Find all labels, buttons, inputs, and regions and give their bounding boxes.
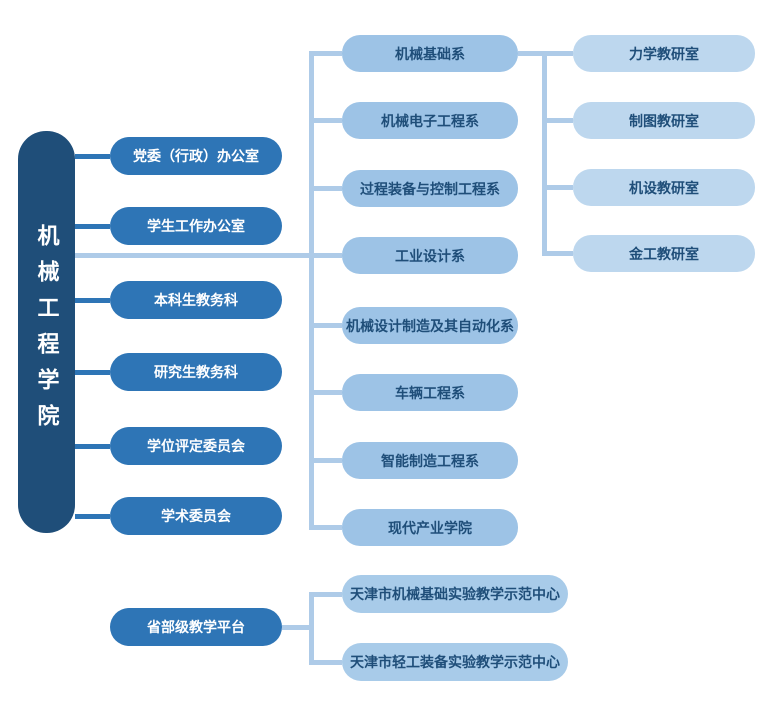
connector-line [309, 51, 342, 56]
connector-line [309, 186, 342, 191]
connector-line [309, 525, 342, 530]
connector-line [542, 51, 547, 256]
node-provincial-teaching-platform: 省部级教学平台 [110, 608, 282, 646]
connector-line [309, 51, 314, 530]
connector-line [75, 298, 110, 303]
node-office-mechanics: 力学教研室 [573, 35, 755, 72]
connector-line [75, 253, 342, 258]
node-dept-intelligent-manufacturing: 智能制造工程系 [342, 442, 518, 479]
connector-line [542, 251, 573, 256]
org-root-college: 机械工程学院 [18, 131, 75, 533]
node-undergrad-academic-office: 本科生教务科 [110, 281, 282, 319]
node-dept-mechanical-design-automation: 机械设计制造及其自动化系 [342, 307, 518, 344]
node-dept-vehicle-engineering: 车辆工程系 [342, 374, 518, 411]
org-root-label: 机械工程学院 [34, 224, 60, 440]
node-dept-mechanical-foundation: 机械基础系 [342, 35, 518, 72]
connector-line [309, 323, 342, 328]
node-dept-mechatronics: 机械电子工程系 [342, 102, 518, 139]
node-office-machine-design: 机设教研室 [573, 169, 755, 206]
node-office-drafting: 制图教研室 [573, 102, 755, 139]
connector-line [309, 660, 342, 665]
connector-line [309, 390, 342, 395]
node-dept-process-equipment-control: 过程装备与控制工程系 [342, 170, 518, 207]
connector-line [75, 370, 110, 375]
node-student-affairs-office: 学生工作办公室 [110, 207, 282, 245]
node-office-metalworking: 金工教研室 [573, 235, 755, 272]
node-degree-committee: 学位评定委员会 [110, 427, 282, 465]
connector-line [75, 514, 110, 519]
connector-line [309, 458, 342, 463]
connector-line [309, 592, 314, 665]
connector-line [75, 224, 110, 229]
node-dept-industrial-design: 工业设计系 [342, 237, 518, 274]
connector-line [542, 118, 573, 123]
node-academic-committee: 学术委员会 [110, 497, 282, 535]
node-graduate-academic-office: 研究生教务科 [110, 353, 282, 391]
node-center-mechanical-foundation-demo: 天津市机械基础实验教学示范中心 [342, 575, 568, 613]
connector-line [75, 154, 110, 159]
node-dept-modern-industry-college: 现代产业学院 [342, 509, 518, 546]
connector-line [309, 118, 342, 123]
connector-line [542, 185, 573, 190]
connector-line [282, 625, 312, 630]
node-center-light-industry-equipment-demo: 天津市轻工装备实验教学示范中心 [342, 643, 568, 681]
connector-line [309, 592, 342, 597]
connector-line [75, 444, 110, 449]
node-party-admin-office: 党委（行政）办公室 [110, 137, 282, 175]
